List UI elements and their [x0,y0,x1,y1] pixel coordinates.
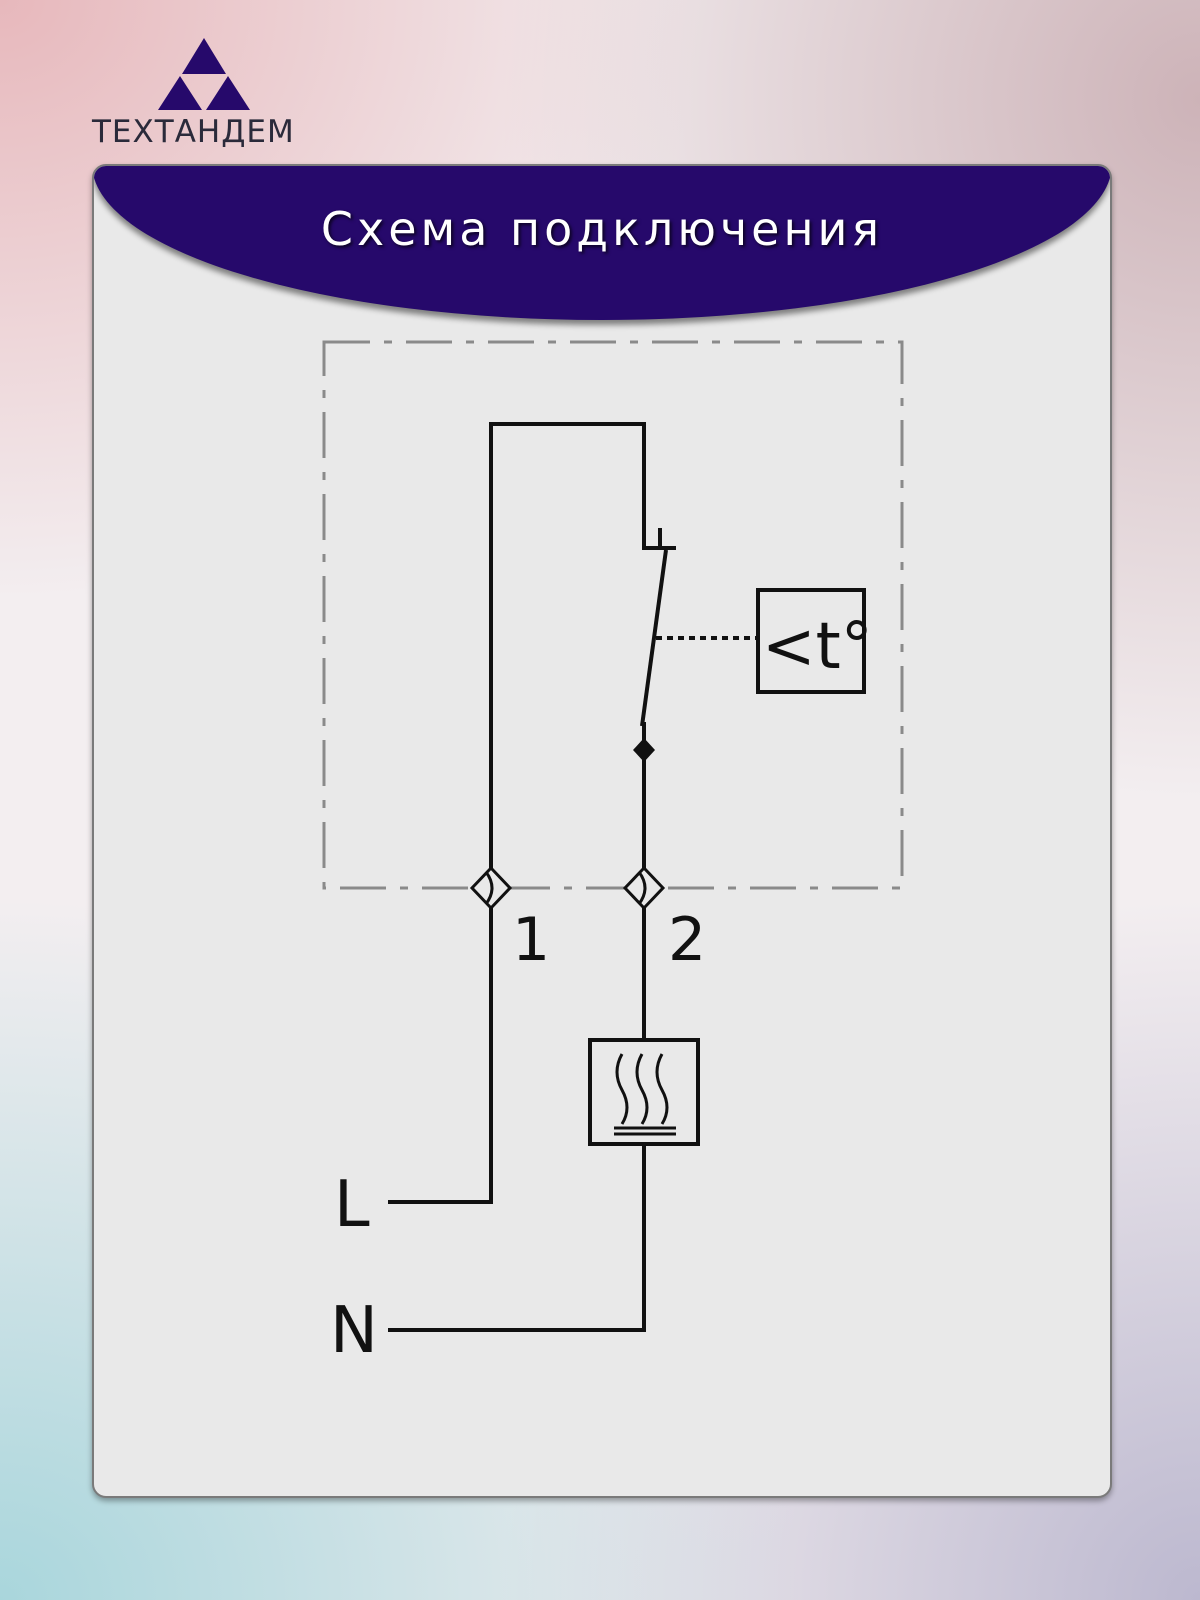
line-L-label: L [334,1168,370,1242]
terminal-1-label: 1 [512,905,550,975]
thermostat-housing-boundary [322,340,904,890]
terminal-2-label: 2 [668,905,706,975]
brand-logo: ТЕХТАНДЕМ [92,36,322,156]
wire-terminal-1-loop [489,422,676,888]
temperature-sensor-box [756,588,866,694]
temperature-sensor-label: <t° [762,610,873,684]
wire-neutral-N [388,1144,646,1332]
switch-blade [640,549,668,727]
heater-icon [588,1038,700,1146]
wire-line-L [388,908,493,1204]
terminal-2 [622,865,666,911]
logo-triangles-icon [158,38,250,110]
neutral-N-label: N [330,1294,378,1368]
switch-pivot-dot [633,738,655,762]
wiring-diagram: <t° 1 2 L N [322,340,904,1368]
diagram-card: Схема подключения <t° 1 2 [92,164,1112,1498]
terminal-1 [469,865,513,911]
page-title: Схема подключения [320,202,884,256]
logo-text: ТЕХТАНДЕМ [92,114,295,150]
